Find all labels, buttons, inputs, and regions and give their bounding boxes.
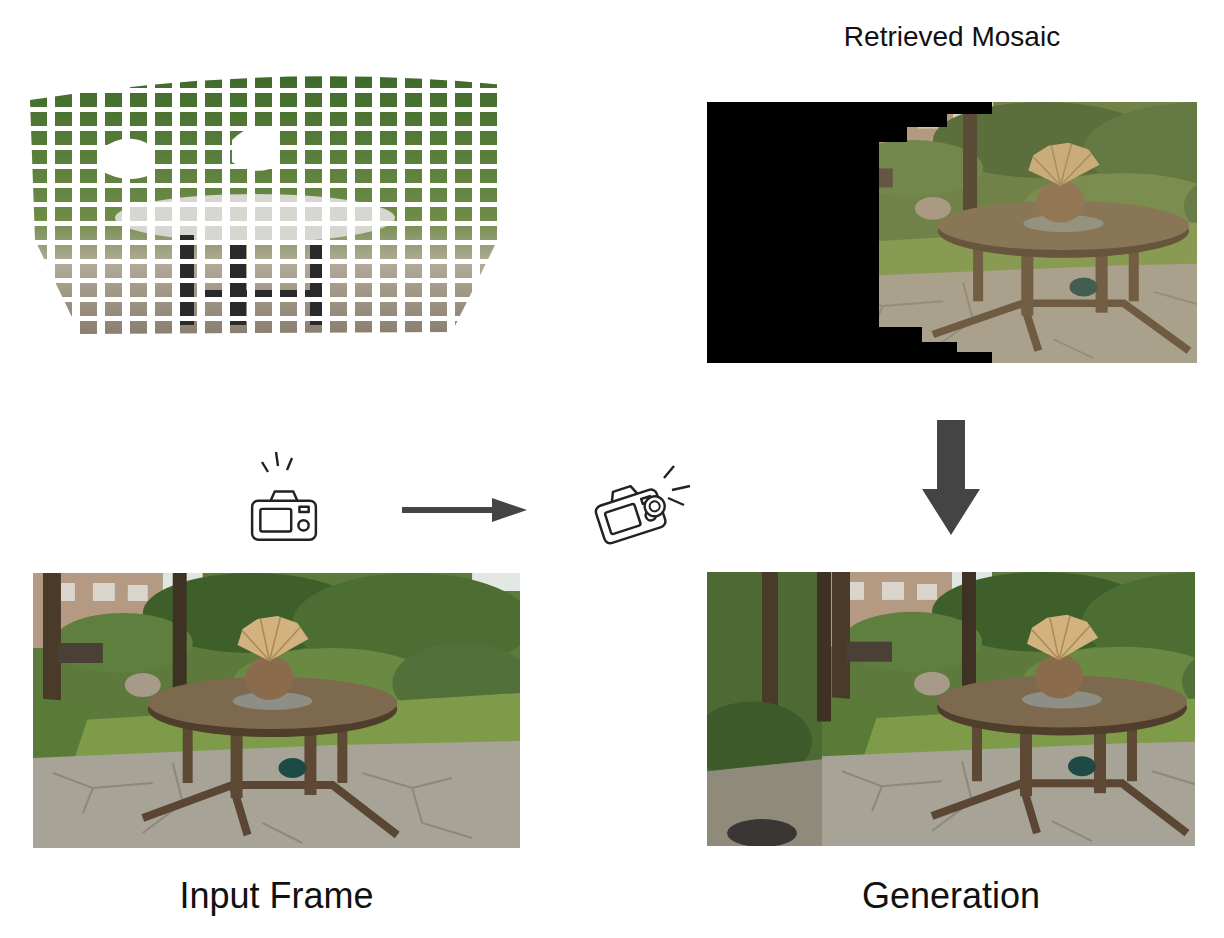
point-cloud-holes (100, 127, 280, 179)
block-arrow (922, 420, 980, 535)
image-panel: Generation (707, 572, 1195, 918)
image-panel: Retrieved Mosaic (707, 16, 1197, 363)
panel-label: Generation (707, 874, 1195, 918)
image-panel: Input Frame (33, 573, 520, 918)
input-camera-icon (252, 452, 316, 540)
input-photo (33, 573, 532, 848)
generation-photo (692, 572, 1224, 847)
mosaic-image (707, 102, 1224, 363)
point-cloud (30, 76, 505, 334)
target-camera-icon (591, 466, 690, 545)
panel-label: Retrieved Mosaic (707, 16, 1197, 58)
camera-move-arrow (402, 498, 527, 522)
panel-label: Input Frame (33, 874, 520, 918)
